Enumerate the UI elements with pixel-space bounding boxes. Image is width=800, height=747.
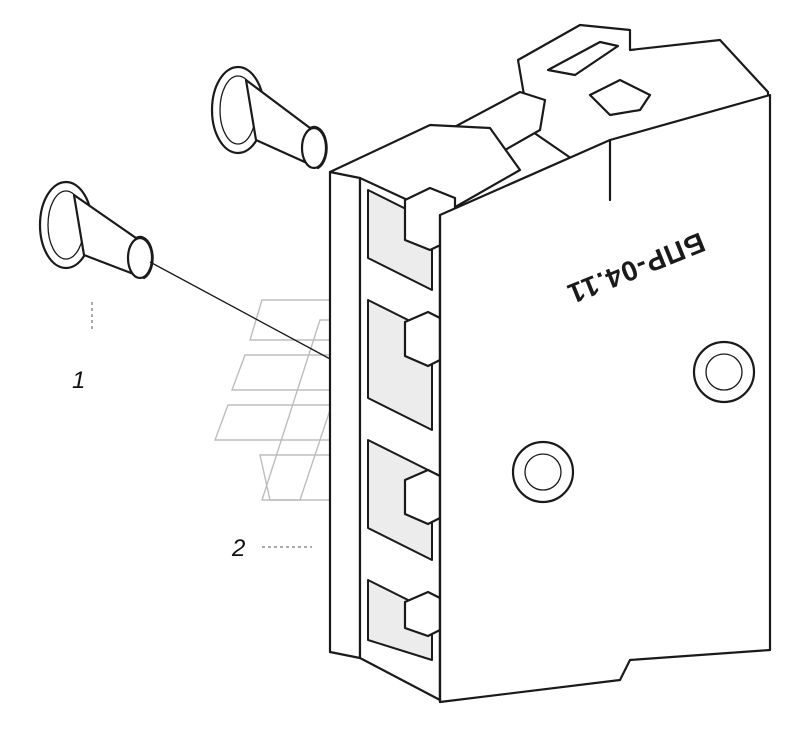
mounting-hole-upper [692, 340, 756, 404]
block-side-frame [328, 170, 457, 702]
mounting-hole-lower [511, 440, 575, 504]
callout-2: 2 [231, 535, 312, 562]
callout-label-block: 2 [231, 535, 245, 562]
callout-label-rivet: 1 [72, 367, 85, 394]
callout-1: 1 [72, 302, 93, 394]
rivet-front [38, 180, 154, 280]
rivet-rear [210, 65, 328, 170]
assembly-line [149, 261, 333, 361]
block-front-cover [438, 93, 772, 704]
